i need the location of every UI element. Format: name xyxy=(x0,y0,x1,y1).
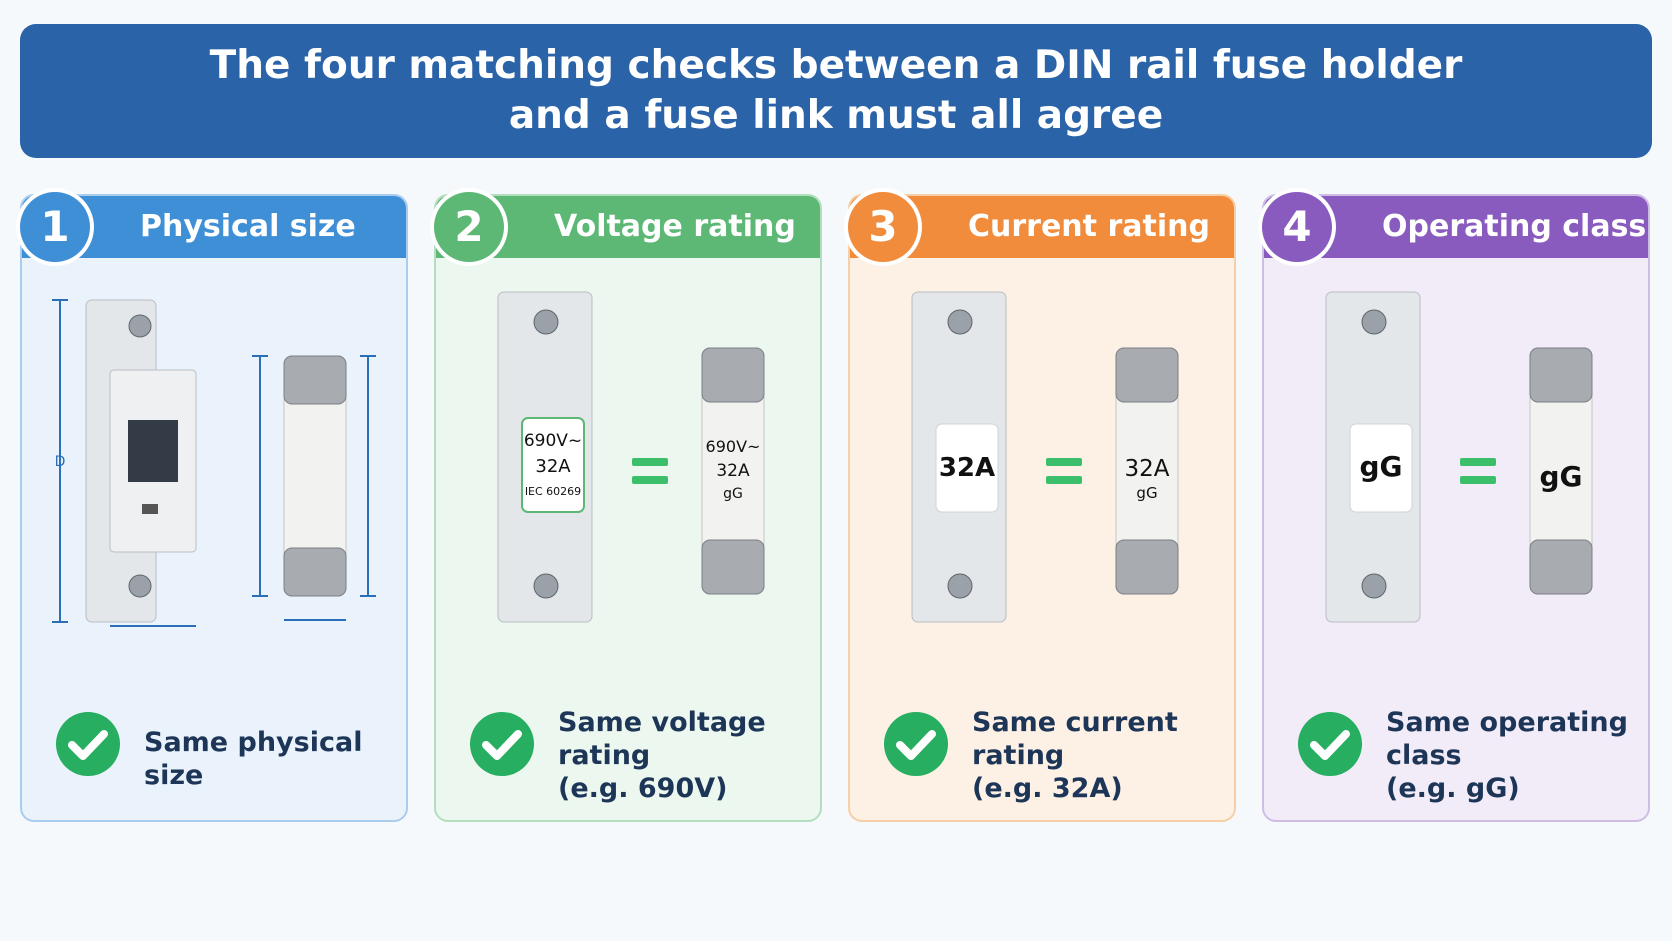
title-banner: The four matching checks between a DIN r… xyxy=(20,24,1652,158)
step-number: 1 xyxy=(20,192,90,262)
result-text: Same physical size xyxy=(144,727,363,791)
dimension-label: D xyxy=(55,454,66,470)
fuse-holder-icon xyxy=(911,291,1007,623)
fuse-link-icon xyxy=(1115,347,1179,595)
holder-current-label: 32A xyxy=(535,456,571,477)
class-illustration: gG gG xyxy=(1325,291,1593,623)
fuse-class-label: gG xyxy=(1136,484,1157,502)
fuse-class-label: gG xyxy=(1539,460,1582,493)
holder-class-label: gG xyxy=(1359,450,1402,483)
fuse-link-icon xyxy=(701,347,765,595)
step-number-badge: 3 xyxy=(844,188,922,266)
step-number-badge: 1 xyxy=(16,188,94,266)
fuse-holder-icon xyxy=(1325,291,1421,623)
physical-size-illustration: D xyxy=(52,299,376,627)
check-icon xyxy=(56,712,120,776)
fuse-holder-icon xyxy=(497,291,593,623)
fuse-current-label: 32A xyxy=(716,461,750,481)
dimension-lines xyxy=(52,299,376,627)
step-number-badge: 2 xyxy=(430,188,508,266)
equals-sign-icon xyxy=(1460,458,1496,484)
card-title: Operating class xyxy=(1382,209,1647,244)
holder-current-label: 32A xyxy=(939,453,995,483)
equals-sign-icon xyxy=(632,458,668,484)
card-voltage-rating: Voltage rating 2 690V~ 32A IEC 60269 690… xyxy=(430,188,822,822)
current-illustration: 32A 32A gG xyxy=(911,291,1179,623)
fuse-current-label: 32A xyxy=(1124,456,1169,482)
page-title-line-2: and a fuse link must all agree xyxy=(508,93,1164,138)
check-icon xyxy=(1298,712,1362,776)
card-operating-class: Operating class 4 gG gG Same operating c… xyxy=(1258,188,1650,822)
result-text: Same voltage rating (e.g. 690V) xyxy=(558,707,766,804)
fuse-holder-icon xyxy=(85,299,197,623)
result-text: Same operating class (e.g. gG) xyxy=(1386,707,1628,804)
check-icon xyxy=(470,712,534,776)
voltage-illustration: 690V~ 32A IEC 60269 690V~ 32A gG xyxy=(497,291,765,623)
card-title: Physical size xyxy=(140,209,356,244)
fuse-class-label: gG xyxy=(723,486,743,502)
fuse-voltage-label: 690V~ xyxy=(706,437,761,456)
card-title: Current rating xyxy=(968,209,1210,244)
card-current-rating: Current rating 3 32A 32A gG Same current… xyxy=(844,188,1236,822)
card-physical-size: Physical size 1 xyxy=(16,188,408,822)
step-number: 3 xyxy=(848,192,918,262)
step-number: 4 xyxy=(1262,192,1332,262)
check-icon xyxy=(884,712,948,776)
step-number-badge: 4 xyxy=(1258,188,1336,266)
fuse-link-icon xyxy=(1529,347,1593,595)
fuse-link-icon xyxy=(283,355,347,597)
holder-voltage-label: 690V~ xyxy=(524,431,582,451)
holder-standard-label: IEC 60269 xyxy=(525,485,581,498)
page-title-line-1: The four matching checks between a DIN r… xyxy=(209,43,1463,88)
card-title: Voltage rating xyxy=(554,209,796,244)
step-number: 2 xyxy=(434,192,504,262)
result-text: Same current rating (e.g. 32A) xyxy=(972,707,1178,804)
equals-sign-icon xyxy=(1046,458,1082,484)
